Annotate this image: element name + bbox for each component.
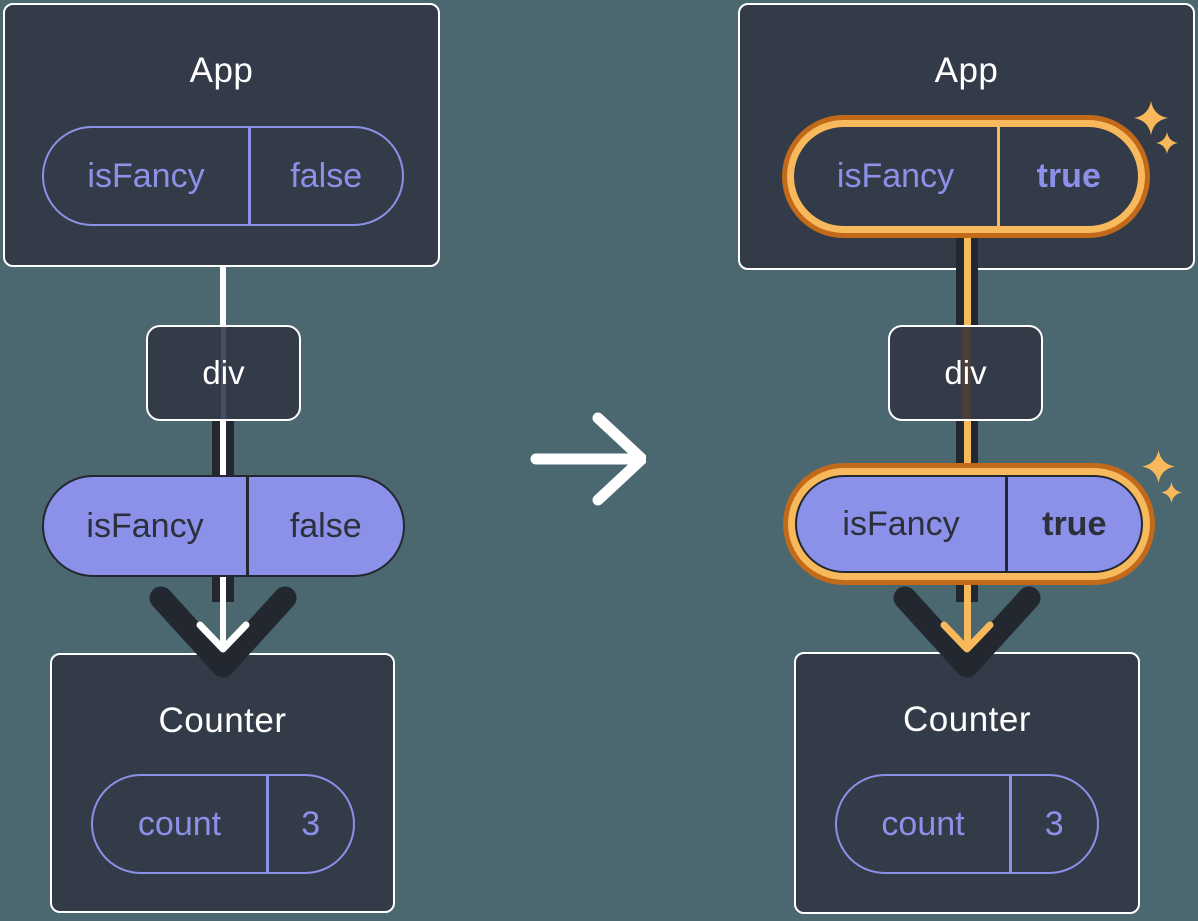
state-value-label: 3 bbox=[1044, 804, 1064, 843]
left-app-prop-pill: isFancy false bbox=[42, 126, 404, 226]
right-counter-component-box: Counter count 3 bbox=[794, 652, 1140, 914]
prop-name-label: isFancy bbox=[87, 156, 205, 195]
right-app-prop-pill-highlight-ring: isFancy true bbox=[782, 115, 1150, 238]
state-name-label: count bbox=[881, 804, 965, 843]
sparkle-icon-large bbox=[1134, 101, 1168, 135]
left-div-label: div bbox=[202, 354, 245, 391]
right-div-component-box: div bbox=[888, 325, 1043, 421]
sparkle-icon-small bbox=[1156, 132, 1178, 154]
prop-name-label: isFancy bbox=[86, 506, 204, 545]
prop-name-label: isFancy bbox=[842, 504, 960, 543]
left-div-interior-line bbox=[221, 327, 226, 419]
sparkle-icon-large bbox=[1142, 450, 1175, 483]
prop-value-label: true bbox=[1036, 157, 1101, 195]
pill-divider bbox=[246, 477, 249, 575]
left-counter-state-pill: count 3 bbox=[91, 774, 355, 874]
pill-divider bbox=[1005, 477, 1008, 571]
pill-divider bbox=[997, 127, 1000, 226]
right-app-div-line-highlight bbox=[964, 233, 971, 325]
left-app-div-connector-line bbox=[220, 266, 226, 327]
pill-divider bbox=[266, 776, 269, 872]
right-app-title: App bbox=[934, 51, 999, 90]
prop-name-label: isFancy bbox=[836, 157, 955, 195]
left-counter-component-box: Counter count 3 bbox=[50, 653, 395, 913]
right-prop-flow-arrowhead-icon bbox=[893, 586, 1041, 678]
highlight-ring-inner-band: isFancy true bbox=[787, 120, 1145, 233]
prop-value-label: false bbox=[290, 156, 363, 195]
right-counter-title: Counter bbox=[902, 700, 1032, 739]
left-app-title: App bbox=[189, 51, 254, 90]
sparkle-icon-small bbox=[1161, 482, 1182, 503]
right-div-label: div bbox=[944, 354, 987, 391]
left-div-component-box: div bbox=[146, 325, 301, 421]
state-value-label: 3 bbox=[301, 804, 321, 843]
right-div-interior-line bbox=[962, 327, 971, 419]
left-passed-prop-pill: isFancy false bbox=[42, 475, 405, 577]
prop-value-label: true bbox=[1042, 504, 1107, 543]
right-counter-state-pill: count 3 bbox=[835, 774, 1099, 874]
right-passed-prop-pill: isFancy true bbox=[795, 475, 1143, 573]
pill-divider bbox=[248, 128, 251, 224]
right-app-prop-pill: isFancy true bbox=[794, 127, 1138, 226]
left-counter-title: Counter bbox=[158, 701, 287, 740]
state-name-label: count bbox=[137, 804, 222, 843]
right-passed-prop-pill-highlight-ring: isFancy true bbox=[783, 463, 1155, 585]
highlight-ring-inner-band: isFancy true bbox=[788, 468, 1150, 580]
transition-arrow-icon bbox=[530, 412, 646, 506]
pill-divider bbox=[1009, 776, 1012, 872]
left-prop-flow-arrowhead-icon bbox=[149, 586, 297, 678]
left-app-component-box: App isFancy false bbox=[3, 3, 440, 267]
prop-value-label: false bbox=[289, 506, 362, 545]
